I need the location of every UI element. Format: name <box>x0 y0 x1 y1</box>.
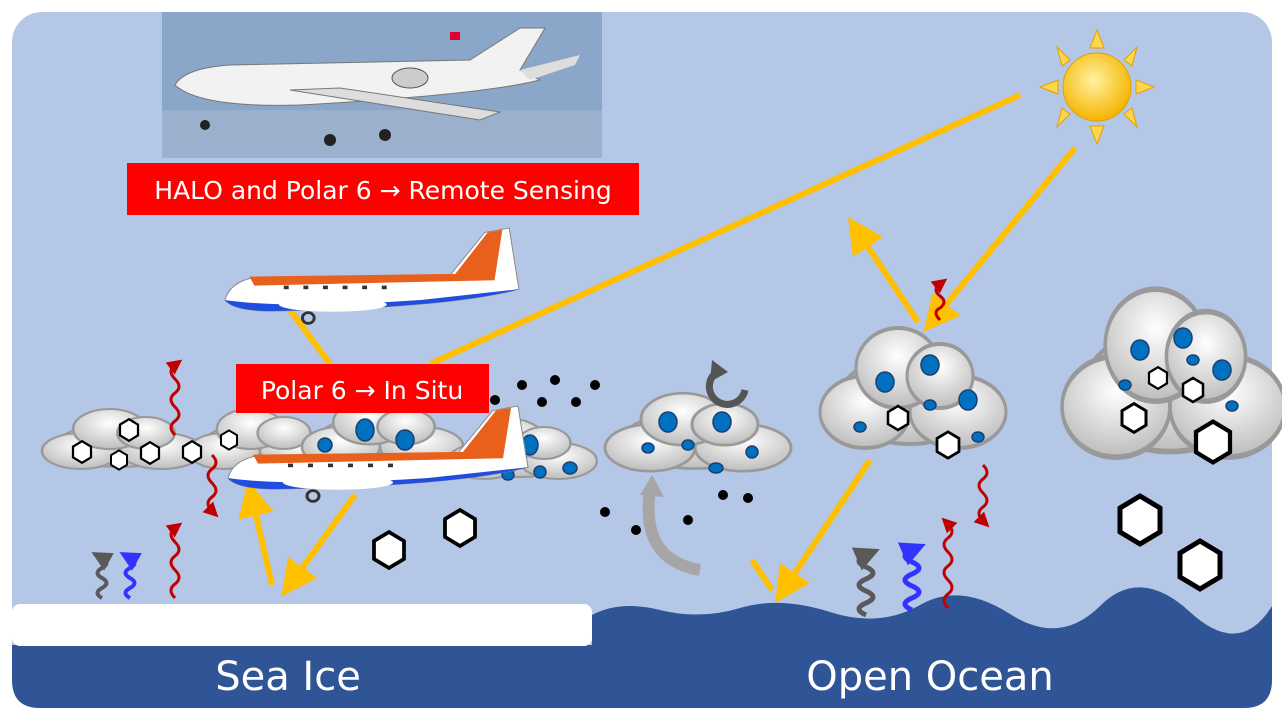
solar-radiation-arrows <box>238 92 1078 603</box>
remote-sensing-label: HALO and Polar 6 → Remote Sensing <box>154 176 611 205</box>
cloud-droplets <box>317 327 1239 481</box>
halo-aircraft-photo <box>162 12 602 158</box>
flux-arrows <box>91 278 990 618</box>
sun-icon <box>1038 28 1156 146</box>
circulation-arrow <box>642 489 702 576</box>
circulation-arrow-head <box>710 360 728 382</box>
remote-sensing-label-box <box>127 163 639 215</box>
in-situ-label-box <box>236 364 489 413</box>
circulation-arrow-head <box>640 475 664 497</box>
aerosol-particles <box>490 375 753 568</box>
in-situ-label: Polar 6 → In Situ <box>261 376 463 405</box>
open-ocean-label: Open Ocean <box>806 654 1054 700</box>
surface-band <box>12 645 1272 708</box>
ocean-waves <box>592 587 1272 645</box>
sea-ice-label: Sea Ice <box>215 654 361 700</box>
sea-ice-sheet <box>12 604 592 646</box>
